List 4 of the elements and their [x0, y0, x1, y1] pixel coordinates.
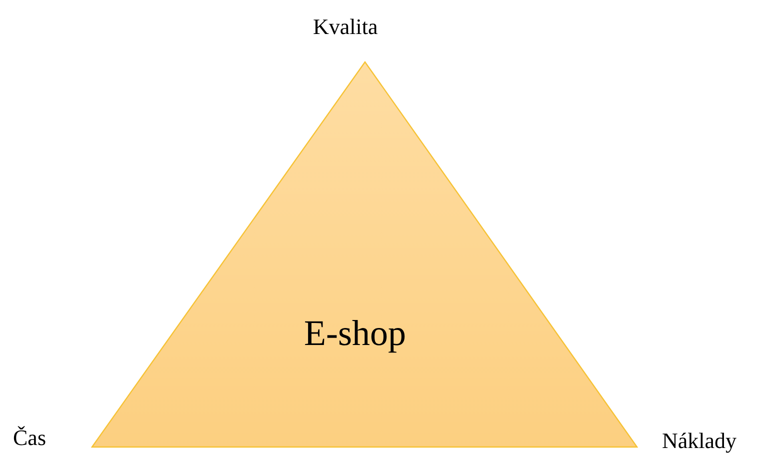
corner-label: Čas	[13, 427, 46, 449]
triangle-label: E-shop	[304, 315, 406, 351]
corner-label: Kvalita	[313, 16, 378, 38]
corner-label: Náklady	[662, 430, 737, 452]
